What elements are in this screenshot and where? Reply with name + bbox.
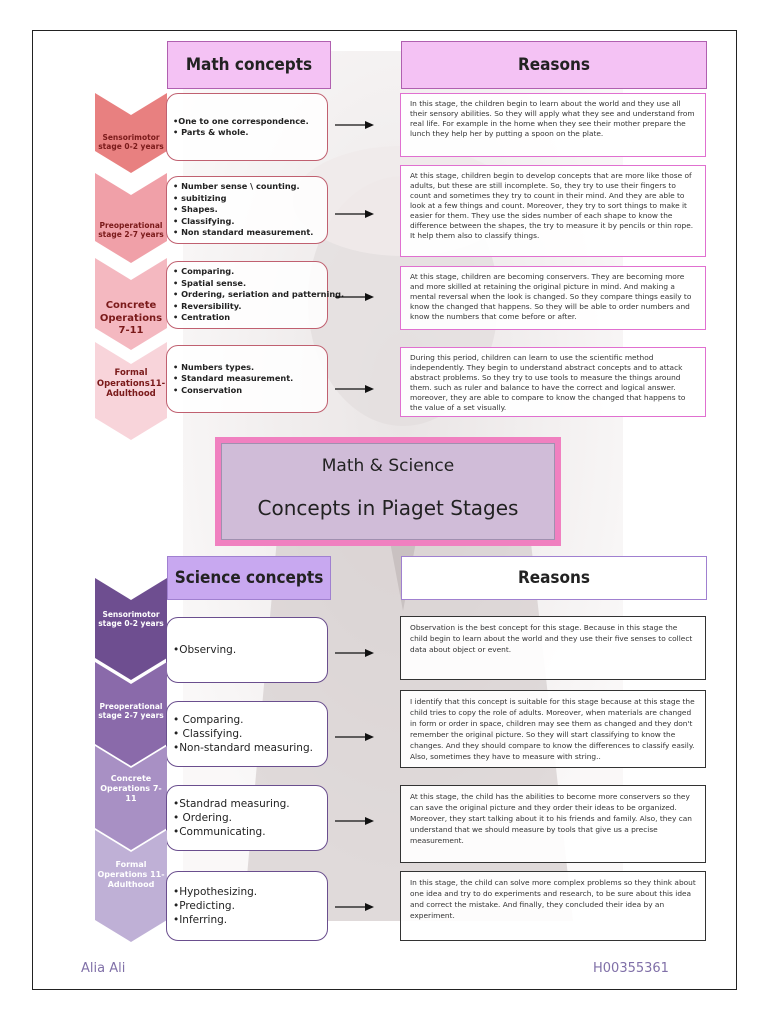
science-stage-chevron: Formal Operations 11-Adulthood [95, 830, 167, 942]
math-concept-item: • Reversibility. [173, 300, 242, 311]
math-concept-item: • Ordering, seriation and patterning. [173, 289, 345, 300]
arrow-icon [335, 205, 375, 218]
math-stage-label: Preoperational stage 2-7 years [98, 221, 164, 240]
science-stage-label: Formal Operations 11-Adulthood [97, 860, 165, 889]
arrow-icon [335, 644, 375, 657]
science-stage-chevron: Preoperational stage 2-7 years [95, 662, 167, 766]
math-concepts-box: • Numbers types.• Standard measurement.•… [166, 345, 328, 413]
science-concepts-box: •Hypothesizing. •Predicting. •Inferring. [166, 871, 328, 941]
author-name: Alia Ali [81, 961, 126, 976]
arrow-icon [335, 288, 375, 301]
arrow-icon [335, 116, 375, 129]
math-stage-chevron: Concrete Operations 7-11 [95, 258, 167, 350]
title-line-1: Math & Science [321, 456, 455, 476]
math-concept-item: • Number sense \ counting. [173, 181, 300, 192]
arrow-icon [335, 812, 375, 825]
math-stage-label: Concrete Operations 7-11 [99, 300, 163, 336]
science-concepts-box: • Comparing. • Classifying. •Non-standard … [166, 701, 328, 767]
science-reason-box: Observation is the best concept for this… [400, 616, 706, 680]
science-concept-item: •Predicting. [173, 900, 235, 912]
math-concept-item: • Classifying. [173, 215, 235, 226]
science-concept-item: • Classifying. [173, 728, 243, 740]
math-reason-box: In this stage, the children begin to lea… [400, 93, 706, 157]
math-reason-box: At this stage, children begin to develop… [400, 165, 706, 257]
math-stage-chevron: Sensorimotor stage 0-2 years [95, 93, 167, 173]
science-concepts-box: •Standrad measuring. • Ordering. •Communic… [166, 785, 328, 851]
science-concept-item: • Ordering. [173, 812, 232, 824]
math-concepts-box: • Comparing.• Spatial sense.• Ordering, … [166, 261, 345, 329]
arrow-icon [335, 728, 375, 741]
arrow-icon [335, 898, 375, 911]
math-concept-item: • Shapes. [173, 204, 218, 215]
science-concepts-box: •Observing. [166, 617, 328, 683]
science-concept-item: • Comparing. [173, 714, 244, 726]
science-stage-chevron: Concrete Operations 7-11 [95, 746, 167, 850]
science-stage-label: Preoperational stage 2-7 years [98, 702, 164, 721]
math-stage-label: Formal Operations11-Adulthood [96, 368, 166, 400]
math-concept-item: • Numbers types. [173, 361, 255, 372]
math-stage-chevron: Formal Operations11-Adulthood [95, 342, 167, 440]
reasons-header-top: Reasons [401, 41, 707, 89]
science-stage-label: Concrete Operations 7-11 [100, 774, 162, 803]
science-reason-box: I identify that this concept is suitable… [400, 690, 706, 768]
math-concept-item: • Spatial sense. [173, 277, 247, 288]
math-concept-item: • Parts & whole. [173, 127, 249, 137]
student-id: H00355361 [593, 961, 669, 976]
math-concept-item: • Conservation [173, 384, 243, 395]
math-reason-box: At this stage, children are becoming con… [400, 266, 706, 330]
science-concepts-header: Science concepts [167, 556, 331, 600]
science-concept-item: •Communicating. [173, 826, 266, 838]
math-concepts-box: •One to one correspondence.• Parts & who… [166, 93, 328, 161]
math-concept-item: •One to one correspondence. [173, 115, 309, 126]
science-concept-item: •Inferring. [173, 914, 228, 926]
science-stage-label: Sensorimotor stage 0-2 years [98, 610, 164, 629]
science-stage-chevron: Sensorimotor stage 0-2 years [95, 578, 167, 680]
science-concept-item: •Hypothesizing. [173, 886, 258, 898]
science-reason-box: In this stage, the child can solve more … [400, 871, 706, 941]
title-box: Math & Science Concepts in Piaget Stages [215, 437, 561, 546]
math-concept-item: • subitizing [173, 192, 227, 203]
math-concept-item: • Standard measurement. [173, 373, 294, 384]
math-concepts-box: • Number sense \ counting.• subitizing• … [166, 176, 328, 244]
science-concept-item: •Non-standard measuring. [173, 742, 313, 754]
science-reason-box: At this stage, the child has the abiliti… [400, 785, 706, 863]
math-reason-box: During this period, children can learn t… [400, 347, 706, 417]
math-stage-chevron: Preoperational stage 2-7 years [95, 173, 167, 263]
reasons-header-bottom: Reasons [401, 556, 707, 600]
math-concept-item: • Non standard measurement. [173, 227, 314, 238]
science-concept-item: •Observing. [173, 644, 237, 656]
title-line-2: Concepts in Piaget Stages [257, 496, 519, 520]
math-concept-item: • Centration [173, 312, 231, 323]
math-concept-item: • Comparing. [173, 266, 235, 277]
math-stage-label: Sensorimotor stage 0-2 years [98, 133, 164, 152]
math-concepts-header: Math concepts [167, 41, 331, 89]
science-concept-item: •Standrad measuring. [173, 798, 290, 810]
arrow-icon [335, 380, 375, 393]
